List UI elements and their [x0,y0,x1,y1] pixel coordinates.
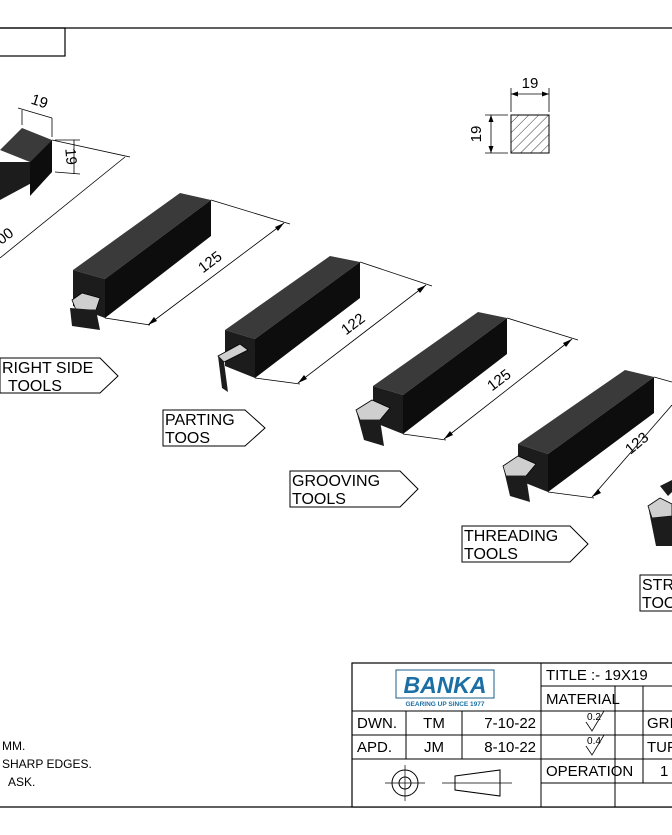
label-threading-line1: THREADING [464,528,558,545]
operation-value: 1 [660,763,668,780]
dwn-by: TM [423,715,445,732]
label-grooving-line1: GROOVING [292,473,380,490]
dwn-label: DWN. [357,715,397,732]
tool2-insert [71,292,101,311]
label-parting: PARTING TOOS [162,409,266,447]
label-parting-line1: PARTING [165,412,235,429]
corner-box [0,27,66,57]
general-notes: MM. SHARP EDGES. ASK. [2,739,92,789]
note-line-3: ASK. [8,775,35,789]
label-right-side: RIGHT SIDE TOOLS [0,357,119,395]
label-threading-line2: TOOLS [464,546,518,563]
tool4-length-label: 125 [484,366,514,395]
surface-finish-symbol-2: 0.4 [585,734,605,756]
cross-section-view: 19 19 [468,75,550,154]
title-block: BANKA GEARING UP SINCE 1977 TITLE :- 19X… [351,662,672,808]
projection-symbol-icon [385,765,512,801]
tool-straight [647,480,672,546]
logo-text: BANKA [403,672,486,698]
right-col-1: GRI [647,715,672,732]
finish-value-2: 0.4 [587,736,601,747]
tool1-width-label: 19 [29,91,50,112]
label-right-side-line1: RIGHT SIDE [2,360,93,377]
surface-finish-symbol-1: 0.2 [585,710,605,732]
right-col-2: TUF [647,739,672,756]
label-right-side-line2: TOOLS [8,378,62,395]
banka-logo: BANKA GEARING UP SINCE 1977 [395,669,495,708]
label-straight-line2: TOO [642,595,672,612]
label-parting-line2: TOOS [165,430,210,447]
tool1-height-label: 19 [61,148,79,166]
label-straight: STR TOO [639,574,672,612]
label-grooving: GROOVING TOOLS [289,470,419,508]
tool-2: 125 [70,193,291,330]
label-straight-line1: STR [642,577,672,594]
tool4-insert [355,399,391,421]
note-line-2: SHARP EDGES. [2,757,92,771]
section-hatch [510,114,550,154]
tool-threading: 123 [502,370,672,502]
note-line-1: MM. [2,739,25,753]
tool-right-side: 19 19 00 [0,91,131,259]
tool2-length-label: 125 [195,248,225,277]
title-text: TITLE :- 19X19 [546,667,648,684]
logo-tagline: GEARING UP SINCE 1977 [406,701,485,708]
material-label: MATERIAL [546,691,620,708]
label-grooving-line2: TOOLS [292,491,346,508]
section-width-label: 19 [522,75,539,92]
label-threading: THREADING TOOLS [461,525,589,563]
tool1-top [0,128,52,162]
operation-label: OPERATION [546,763,633,780]
tool6-insert [647,497,672,519]
tool1-length-label: 00 [0,225,17,249]
section-height-label: 19 [468,126,485,143]
tool3-length-label: 122 [338,310,368,339]
dwn-date: 7-10-22 [484,715,536,732]
apd-label: APD. [357,739,392,756]
apd-by: JM [424,739,444,756]
finish-value-1: 0.2 [587,712,601,723]
apd-date: 8-10-22 [484,739,536,756]
